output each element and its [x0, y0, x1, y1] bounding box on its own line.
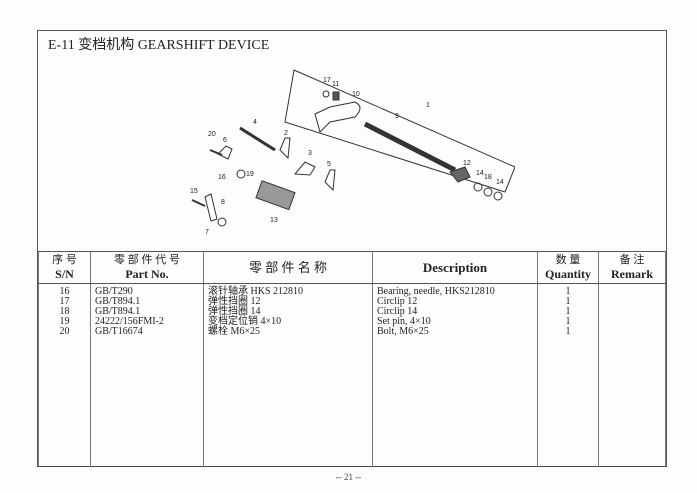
callout-16: 16 [218, 174, 226, 181]
part-8-roller [217, 217, 227, 227]
empty-cell [598, 337, 666, 467]
callout-14: 14 [476, 170, 484, 177]
part-18-circlip [483, 187, 493, 197]
callout-13: 13 [270, 217, 278, 224]
name-zh-cell: 螺栓 M6×25 [203, 327, 373, 337]
callout-17: 17 [323, 77, 331, 84]
callout-12: 12 [463, 160, 471, 167]
callout-6: 6 [223, 137, 227, 144]
part-9-shaft [363, 121, 457, 173]
sn-cell: 16 [38, 283, 91, 297]
part-3-fork [293, 161, 316, 176]
remark-cell [598, 327, 666, 337]
quantity-cell: 1 [537, 327, 599, 337]
part-no-cell: GB/T16674 [90, 327, 204, 337]
header-name-zh: 零 部 件 名 称 [203, 251, 373, 284]
part-12-spring [449, 166, 471, 183]
part-14-washer [473, 182, 483, 192]
callout-11: 11 [332, 81, 339, 88]
callout-7: 7 [205, 229, 209, 236]
callout-15: 15 [190, 188, 198, 195]
callout-1: 1 [426, 102, 430, 109]
part-2-fork [279, 137, 291, 160]
callout-20: 20 [208, 131, 216, 138]
callout-18: 18 [484, 174, 492, 181]
empty-cell [90, 337, 204, 467]
part-no-cell: GB/T290 [90, 283, 204, 297]
sn-cell: 20 [38, 327, 91, 337]
exploded-parts-diagram: 1 2 3 4 5 6 7 8 9 10 11 12 13 14 14 15 1… [190, 69, 515, 236]
part-7-arm [204, 193, 218, 222]
callout-3: 3 [308, 150, 312, 157]
assembly-box [284, 69, 515, 193]
remark-cell [598, 307, 666, 317]
remark-cell [598, 283, 666, 297]
callout-2: 2 [284, 130, 288, 137]
part-6-stopper [217, 145, 233, 160]
name-zh-cell: 滚针轴承 HKS 212810 [203, 283, 373, 297]
callout-4: 4 [253, 119, 257, 126]
table-empty-space [38, 337, 666, 467]
description-cell: Bearing, needle, HKS212810 [372, 283, 538, 297]
part-16-bearing [236, 169, 246, 179]
header-description: Description [372, 251, 538, 284]
empty-cell [537, 337, 599, 467]
part-15-bolt [191, 199, 206, 207]
part-14-washer-2 [493, 191, 503, 201]
part-10-plate [314, 101, 361, 133]
callout-10: 10 [352, 91, 360, 98]
quantity-cell: 1 [537, 283, 599, 297]
remark-cell [598, 297, 666, 307]
part-11-spring [332, 91, 340, 101]
callout-9: 9 [395, 113, 399, 120]
part-20-bolt [209, 149, 223, 156]
callout-14b: 14 [496, 179, 504, 186]
part-13-drum [255, 180, 296, 211]
empty-cell [203, 337, 373, 467]
callout-19: 19 [246, 171, 254, 178]
empty-cell [38, 337, 91, 467]
part-4-fork-shaft [239, 126, 276, 152]
part-5-fork [324, 169, 336, 192]
callout-8: 8 [221, 199, 225, 206]
section-title: E-11 变档机构 GEARSHIFT DEVICE [48, 38, 270, 53]
description-cell: Bolt, M6×25 [372, 327, 538, 337]
empty-cell [372, 337, 538, 467]
part-17-circlip [322, 90, 330, 98]
page-number: -- 21 -- [335, 472, 362, 482]
remark-cell [598, 317, 666, 327]
callout-5: 5 [327, 161, 331, 168]
